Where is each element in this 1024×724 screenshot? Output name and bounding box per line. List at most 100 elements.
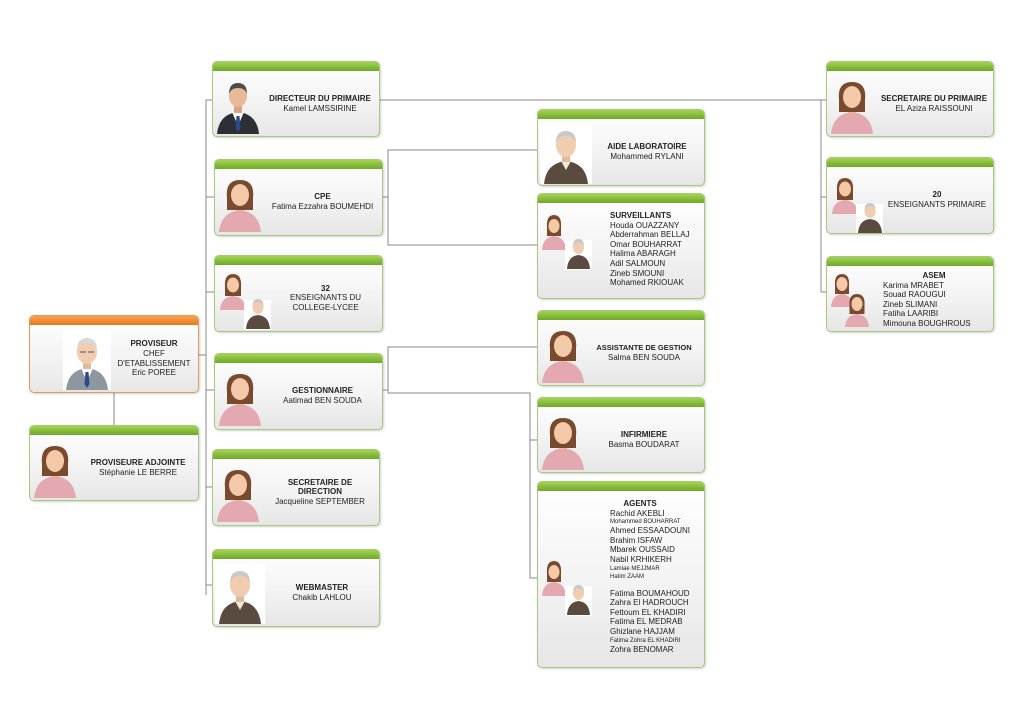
node-secretaire-direction[interactable]: SECRETAIRE DE DIRECTION Jacqueline SEPTE… [212, 449, 380, 526]
member-name: Nabil KRHIKERH [610, 554, 672, 564]
member-name: Zohra BENOMAR [610, 644, 674, 654]
man-grey-hair-avatar-icon [215, 564, 265, 624]
node-count: 20 [932, 190, 942, 200]
node-person-name: Kamel LAMSSIRINE [283, 103, 357, 113]
group-avatar-icon [831, 274, 869, 327]
member-name: Abderrahman BELLAJ [610, 230, 690, 240]
group-avatar-icon [542, 561, 592, 616]
node-title: INFIRMIERE [620, 429, 668, 439]
member-name: Rachid AKEBLI [610, 508, 665, 518]
woman-avatar-icon [219, 180, 261, 232]
member-name: Mohammed BOUHARRAT [610, 519, 681, 526]
member-name: Hatim ZAAM [610, 573, 645, 580]
node-person-name: Jacqueline SEPTEMBER [275, 496, 365, 506]
node-count: 32 [321, 283, 330, 293]
infirmiere-text: INFIRMIERE Basma BOUDARAT [588, 407, 700, 472]
gestionnaire-text: GESTIONNAIRE Aatimad BEN SOUDA [267, 363, 378, 429]
member-name: Adil SALMOUN [610, 258, 666, 268]
member-name: Fatiha LAARIBI [883, 309, 939, 319]
member-name: Mbarek OUSSAID [610, 545, 675, 555]
node-person-name: Salma BEN SOUDA [607, 352, 681, 362]
group-avatar-icon [832, 178, 883, 233]
agents-text: AGENTS Rachid AKEBLI Mohammed BOUHARRAT … [610, 499, 700, 667]
enseignants-college-text: 32 ENSEIGNANTS DU COLLEGE-LYCEE [273, 265, 378, 331]
man-grey-hair-avatar-icon [540, 124, 592, 184]
node-title: CPE [314, 192, 331, 202]
node-proviseure-adjointe[interactable]: PROVISEURE ADJOINTE Stéphanie LE BERRE [29, 425, 199, 501]
member-name: Fatima EL MEDRAB [610, 617, 683, 627]
node-proviseur[interactable]: PROVISEUR CHEF D'ETABLISSEMENT Eric PORE… [29, 315, 199, 393]
member-name: Fatima Zohra EL KHADIRI [610, 637, 681, 644]
node-person-name: Aatimad BEN SOUDA [283, 396, 362, 405]
member-name: Fatima BOUMAHOUD [610, 588, 690, 598]
group-avatar-icon [220, 274, 271, 330]
webmaster-text: WEBMASTER Chakib LAHLOU [269, 559, 375, 626]
member-name: Lamiae MEJJMAR [610, 565, 660, 572]
node-title: SECRETAIRE DE DIRECTION [287, 477, 353, 497]
node-person-name: Chakib LAHLOU [292, 592, 352, 602]
proviseure-adjointe-text: PROVISEURE ADJOINTE Stéphanie LE BERRE [82, 435, 194, 500]
woman-avatar-icon [542, 418, 584, 470]
member-name: Zahra El HADROUCH [610, 598, 689, 608]
node-cpe[interactable]: CPE Fatima Ezzahra BOUMEHDI [214, 159, 383, 236]
node-asem[interactable]: ASEM Karima MRABET Souad RAOUGUI Zineb S… [826, 256, 994, 332]
node-gestionnaire[interactable]: GESTIONNAIRE Aatimad BEN SOUDA [214, 353, 383, 430]
node-person-name: Mohammed RYLANI [610, 152, 684, 161]
node-title: PROVISEURE ADJOINTE [90, 457, 186, 467]
proviseur-text: PROVISEUR CHEF D'ETABLISSEMENT Eric PORE… [114, 325, 194, 392]
man-suit-avatar-icon [217, 83, 259, 134]
man-grey-hair-avatar-icon [63, 330, 111, 390]
assistante-gestion-text: ASSISTANTE DE GESTION Salma BEN SOUDA [588, 320, 700, 385]
group-avatar-icon [542, 215, 592, 270]
node-surveillants[interactable]: SURVEILLANTS Houda OUAZZANY Abderrahman … [537, 193, 705, 299]
node-agents[interactable]: AGENTS Rachid AKEBLI Mohammed BOUHARRAT … [537, 481, 705, 668]
enseignants-primaire-text: 20 ENSEIGNANTS PRIMAIRE [885, 167, 989, 233]
node-title: PROVISEUR [130, 339, 178, 349]
node-title: WEBMASTER [295, 582, 349, 592]
cpe-text: CPE Fatima Ezzahra BOUMEHDI [267, 169, 378, 235]
member-name: Zineb SLIMANI [883, 299, 938, 309]
secretaire-primaire-text: SECRETAIRE DU PRIMAIRE EL Aziza RAISSOUN… [879, 71, 989, 136]
member-name: Halima ABARAGH [610, 249, 676, 259]
node-enseignants-college-lycee[interactable]: 32 ENSEIGNANTS DU COLLEGE-LYCEE [214, 255, 383, 332]
member-name: Ghizlane HAJJAM [610, 626, 675, 636]
member-name: Ahmed ESSAADOUNI [610, 526, 691, 536]
node-title: AGENTS [623, 499, 657, 508]
node-secretaire-primaire[interactable]: SECRETAIRE DU PRIMAIRE EL Aziza RAISSOUN… [826, 61, 994, 137]
member-name: Karima MRABET [883, 280, 944, 290]
node-title: ASSISTANTE DE GESTION [596, 342, 692, 352]
node-label: ENSEIGNANTS PRIMAIRE [887, 200, 987, 209]
node-webmaster[interactable]: WEBMASTER Chakib LAHLOU [212, 549, 380, 627]
member-name: Houda OUAZZANY [610, 220, 680, 230]
node-label: ENSEIGNANTS DU COLLEGE-LYCEE [289, 293, 362, 312]
node-directeur-primaire[interactable]: DIRECTEUR DU PRIMAIRE Kamel LAMSSIRINE [212, 61, 380, 137]
node-person-name: EL Aziza RAISSOUNI [895, 103, 973, 113]
member-name: Souad RAOUGUI [883, 290, 946, 300]
directeur-primaire-text: DIRECTEUR DU PRIMAIRE Kamel LAMSSIRINE [265, 71, 375, 136]
woman-avatar-icon [217, 470, 259, 522]
aide-laboratoire-text: AIDE LABORATOIRE Mohammed RYLANI [594, 119, 700, 185]
woman-avatar-icon [542, 331, 584, 383]
woman-avatar-icon [831, 82, 873, 134]
node-title: DIRECTEUR DU PRIMAIRE [269, 93, 371, 103]
woman-avatar-icon [34, 446, 76, 498]
member-name: Zineb SMOUNI [610, 268, 665, 278]
node-title: SURVEILLANTS [610, 211, 672, 220]
node-person-name: Stéphanie LE BERRE [99, 467, 177, 477]
asem-text: ASEM Karima MRABET Souad RAOUGUI Zineb S… [883, 271, 989, 331]
node-title: AIDE LABORATOIRE [607, 142, 687, 152]
node-title: SECRETAIRE DU PRIMAIRE [880, 93, 988, 103]
node-infirmiere[interactable]: INFIRMIERE Basma BOUDARAT [537, 397, 705, 473]
node-assistante-gestion[interactable]: ASSISTANTE DE GESTION Salma BEN SOUDA [537, 310, 705, 386]
node-enseignants-primaire[interactable]: 20 ENSEIGNANTS PRIMAIRE [826, 157, 994, 234]
member-name: Mohamed RKIOUAK [610, 278, 684, 288]
member-name: Brahim ISFAW [610, 535, 663, 545]
member-name: Fettoum EL KHADIRI [610, 607, 686, 617]
member-name: Omar BOUHARRAT [610, 239, 682, 249]
node-subtitle: CHEF D'ETABLISSEMENT [117, 348, 191, 368]
node-aide-laboratoire[interactable]: AIDE LABORATOIRE Mohammed RYLANI [537, 109, 705, 186]
node-title: ASEM [922, 271, 946, 280]
node-title: GESTIONNAIRE [292, 386, 353, 396]
surveillants-text: SURVEILLANTS Houda OUAZZANY Abderrahman … [610, 211, 700, 298]
woman-avatar-icon [219, 374, 261, 426]
